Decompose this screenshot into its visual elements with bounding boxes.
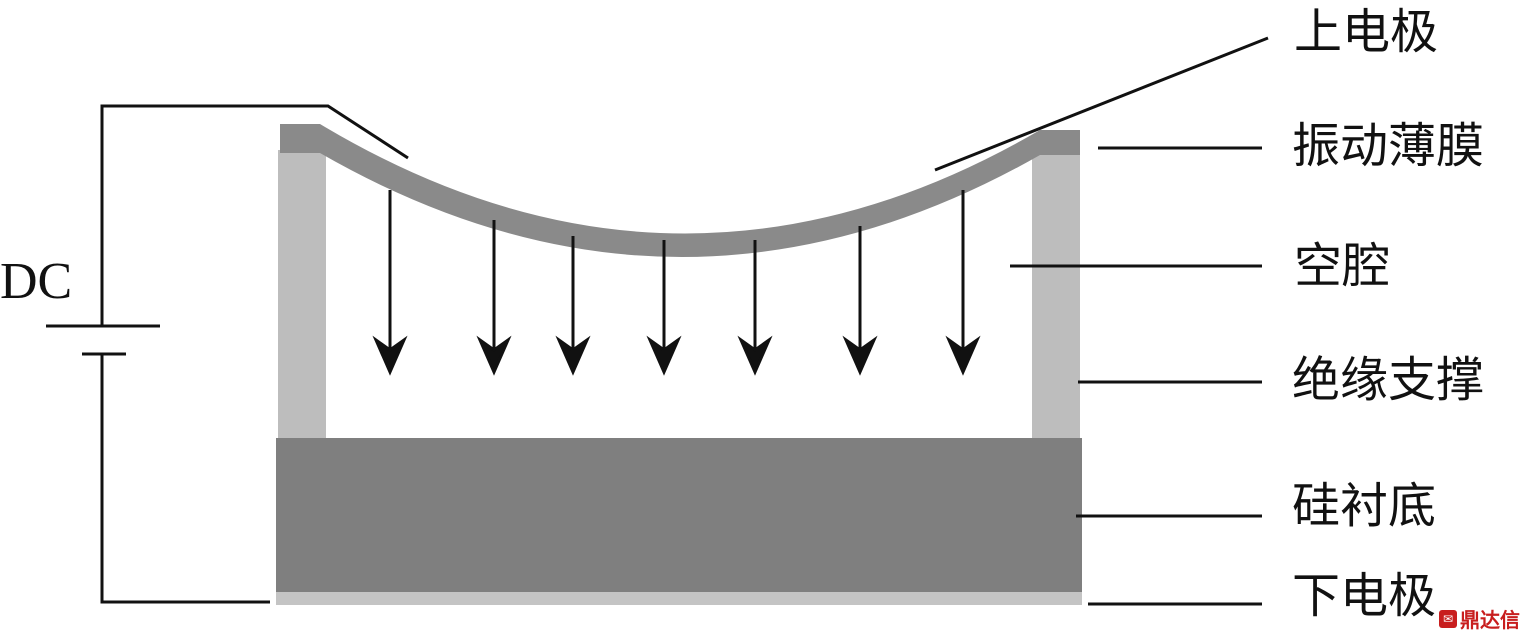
leader-lines xyxy=(934,36,1269,606)
right-insulating-support xyxy=(1032,150,1080,438)
electrostatic-force-arrows xyxy=(372,190,981,376)
label-insulating-support: 绝缘支撑 xyxy=(1292,352,1485,408)
bottom-electrode xyxy=(276,592,1082,605)
left-insulating-support xyxy=(278,150,326,438)
silicon-substrate xyxy=(276,438,1082,592)
watermark-text: 鼎达信 xyxy=(1460,608,1520,632)
vibrating-membrane xyxy=(280,124,1080,258)
watermark-logo-icon: ✉ xyxy=(1439,609,1457,628)
watermark: ✉ 鼎达信 xyxy=(1439,604,1520,633)
label-vibrating-membrane: 振动薄膜 xyxy=(1292,118,1485,174)
label-bottom-electrode: 下电极 xyxy=(1292,568,1437,624)
label-silicon-substrate: 硅衬底 xyxy=(1292,478,1437,534)
label-cavity: 空腔 xyxy=(1294,238,1391,294)
dc-circuit xyxy=(46,104,409,604)
dc-source-label: DC xyxy=(0,253,73,310)
label-top-electrode: 上电极 xyxy=(1294,4,1439,60)
